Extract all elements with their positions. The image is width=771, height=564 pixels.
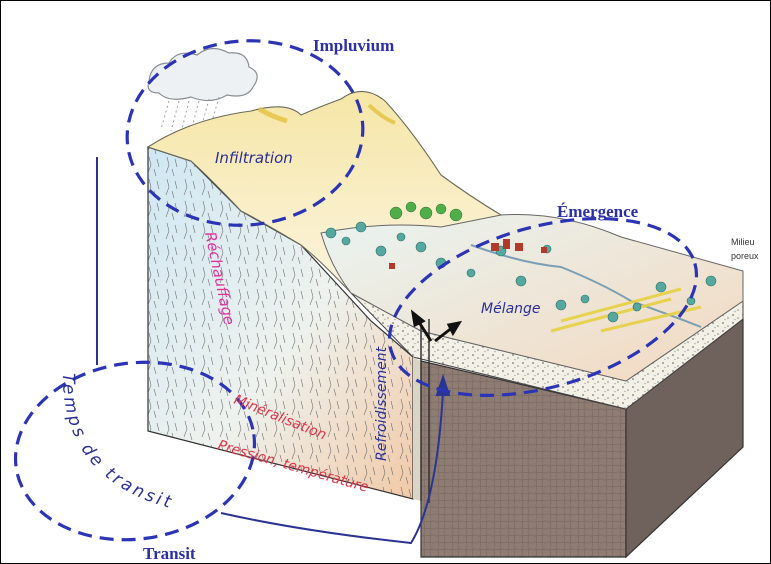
- label-refroidissement: Refroidissement: [374, 346, 390, 461]
- label-poreux: poreux: [731, 251, 759, 261]
- label-emergence: Émergence: [557, 202, 639, 221]
- label-milieu: Milieu: [731, 237, 755, 247]
- label-transit: Transit: [143, 544, 196, 563]
- label-melange: Mélange: [481, 301, 541, 317]
- label-infiltration: Infiltration: [215, 149, 293, 167]
- label-impluvium: Impluvium: [313, 36, 394, 55]
